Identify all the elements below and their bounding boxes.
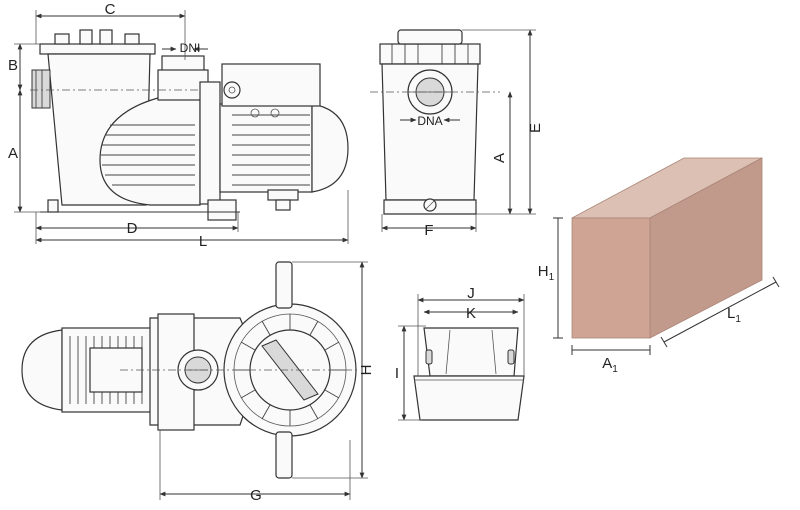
dimension-k: K (423, 305, 519, 322)
dimension-a-front: A (491, 91, 513, 215)
label-f: F (424, 222, 433, 239)
front-view (370, 29, 500, 215)
dimension-d: D (35, 212, 239, 237)
label-h1: H1 (538, 263, 555, 283)
label-b: B (8, 57, 18, 74)
package-view (413, 327, 525, 421)
label-c: C (105, 1, 116, 18)
label-g: G (250, 487, 262, 504)
label-j: J (467, 285, 475, 302)
dimension-a1: A1 (571, 345, 651, 375)
dimension-h: H (292, 261, 375, 479)
label-e: E (527, 123, 544, 133)
label-i: I (395, 365, 399, 382)
top-view (21, 261, 360, 479)
label-l1: L1 (727, 305, 741, 325)
label-dni: DNI (180, 41, 201, 55)
side-view (30, 29, 349, 221)
dimension-dna: DNA (400, 114, 460, 128)
label-d: D (127, 220, 138, 237)
dimension-i: I (395, 325, 426, 421)
label-l: L (199, 233, 207, 250)
label-k: K (466, 305, 476, 322)
dimension-dni: DNI (162, 41, 208, 55)
dimension-e: E (462, 29, 544, 215)
dimension-h1: H1 (538, 217, 563, 339)
label-a-front: A (491, 153, 508, 163)
box-front-face (571, 217, 651, 339)
dimension-l: L (35, 190, 349, 250)
dimension-l1: L1 (660, 276, 780, 348)
label-dna: DNA (417, 114, 442, 128)
dimension-j: J (417, 285, 525, 376)
dimension-c: C (35, 1, 186, 60)
dimension-g: G (159, 430, 351, 504)
label-a1: A1 (602, 355, 618, 375)
dimension-b: B (8, 43, 40, 91)
shipping-box (571, 157, 763, 339)
label-a-side: A (8, 145, 18, 162)
label-h: H (358, 365, 375, 376)
dimension-f: F (381, 214, 477, 239)
